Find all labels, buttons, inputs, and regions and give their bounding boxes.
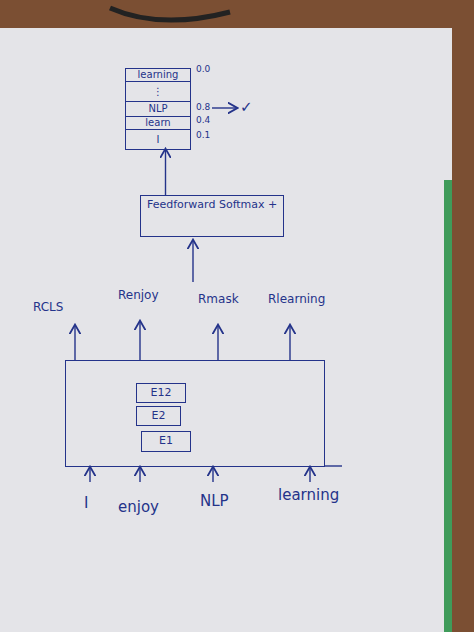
paper-page [0, 28, 452, 632]
encoder-layer: E2 [136, 406, 181, 426]
box-text: E1 [142, 432, 190, 450]
input-token: NLP [200, 492, 229, 510]
baseline-extension [325, 465, 342, 466]
output-arrow [139, 322, 140, 360]
probability-value: 0.0 [196, 64, 210, 74]
probability-value: 0.1 [196, 130, 210, 140]
input-arrow [139, 468, 140, 482]
output-label: Rlearning [268, 292, 325, 306]
box-text: E12 [137, 384, 185, 402]
cable [110, 8, 230, 20]
probability-value: 0.4 [196, 115, 210, 125]
box-text: E2 [137, 407, 180, 425]
table-cell: learning [126, 69, 190, 82]
input-token: enjoy [118, 498, 159, 516]
input-arrow [89, 468, 90, 482]
output-label: Renjoy [118, 288, 159, 302]
check-mark: ✓ [240, 98, 253, 116]
table-cell: ⋮ [126, 82, 190, 102]
encoder-box: E12E2E1 [65, 360, 325, 467]
input-arrow [212, 468, 213, 482]
probability-value: 0.8 [196, 102, 210, 112]
output-arrow [289, 326, 290, 360]
output-label: Rmask [198, 292, 239, 306]
flow-arrow [165, 150, 166, 195]
box-text: Feedforward Softmax + [141, 196, 283, 214]
mask-arrow [192, 241, 193, 282]
pointer-arrow [212, 107, 236, 108]
table-cell: I [126, 130, 190, 149]
output-label: RCLS [33, 300, 63, 314]
notebook-edge [444, 180, 452, 632]
output-arrow [74, 326, 75, 360]
input-token: learning [278, 486, 339, 504]
encoder-layer: E1 [141, 431, 191, 452]
table-cell: learn [126, 117, 190, 130]
encoder-layer: E12 [136, 383, 186, 403]
input-arrow [309, 468, 310, 482]
input-token: I [84, 494, 88, 512]
probability-table: learning⋮NLPlearnI [125, 68, 191, 150]
output-arrow [217, 326, 218, 360]
process-box: Feedforward Softmax + [140, 195, 284, 237]
table-cell: NLP [126, 102, 190, 117]
